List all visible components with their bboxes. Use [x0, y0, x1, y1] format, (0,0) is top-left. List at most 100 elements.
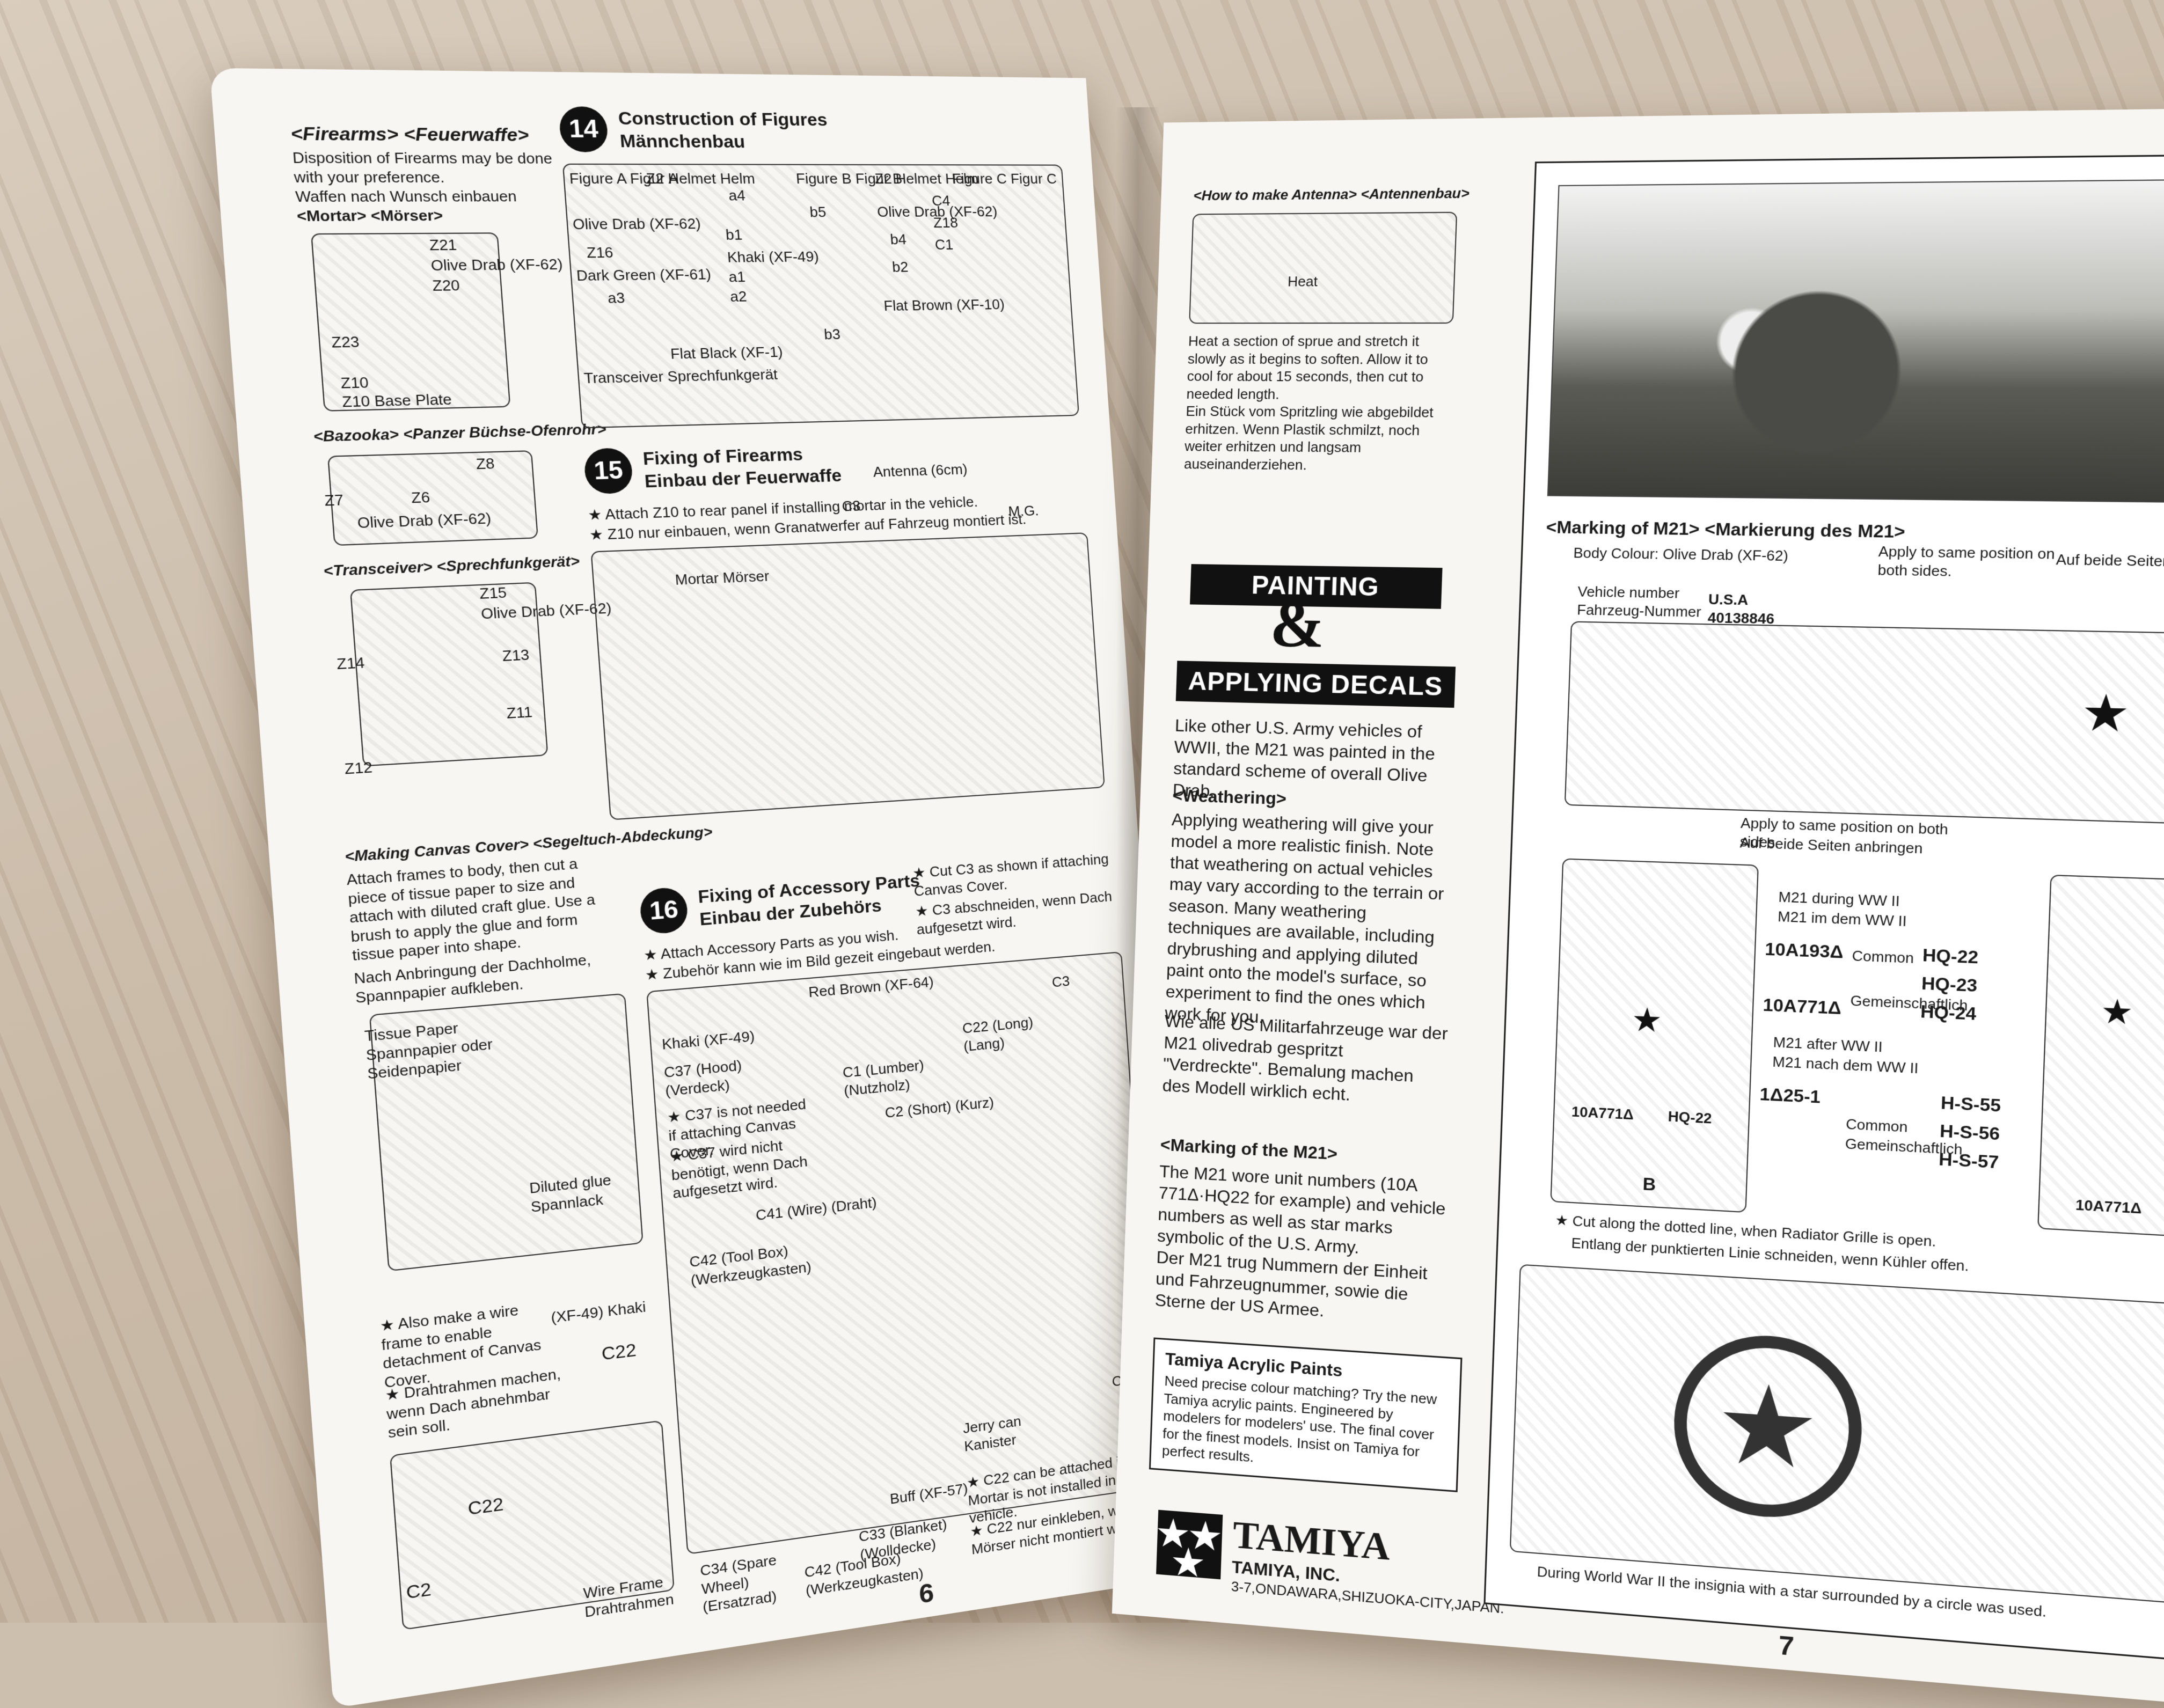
- label-z10: Z10: [340, 373, 369, 392]
- front-unit-code: 10A771Δ: [1571, 1103, 1634, 1123]
- label-b2: b2: [891, 258, 909, 275]
- label-antenna: Antenna (6cm): [872, 460, 968, 480]
- label-a3: a3: [607, 289, 626, 307]
- weathering-text: Applying weathering will give your model…: [1164, 809, 1444, 1027]
- label-a2: a2: [729, 288, 748, 305]
- label-z21: Z21: [428, 236, 458, 254]
- label-a4: a4: [728, 187, 746, 204]
- label-z11: Z11: [506, 703, 533, 722]
- step-14-title: Construction of Figures: [617, 108, 828, 130]
- label-mg: M.G.: [1007, 502, 1040, 520]
- label-c34-spare-wheel: C34 (Spare Wheel) (Ersatzrad): [699, 1551, 778, 1616]
- im-ww2-label: M21 im dem WW II: [1777, 908, 1907, 930]
- antenna-drawing: [1189, 211, 1458, 324]
- code-10a193: 10A193Δ: [1764, 939, 1844, 962]
- left-page: <Firearms> <Feuerwaffe> Disposition of F…: [209, 68, 1189, 1708]
- rear-unit-code: 10A771Δ: [2075, 1196, 2143, 1217]
- marking-text-heading: <Marking of the M21>: [1160, 1134, 1338, 1164]
- firearms-heading: <Firearms> <Feuerwaffe>: [290, 123, 530, 145]
- label-flat-black: Flat Black (XF-1): [670, 343, 784, 363]
- antenna-heading: <How to make Antenna> <Antennenbau>: [1193, 185, 1470, 204]
- label-figure-c: Figure C Figur C: [952, 170, 1057, 187]
- label-z13: Z13: [501, 646, 530, 665]
- step-16-badge: 16: [639, 886, 689, 935]
- tamiya-star-logo: [1156, 1509, 1223, 1580]
- rear-star-icon: ★: [2100, 992, 2134, 1032]
- code-hq22: HQ-22: [1922, 944, 1979, 967]
- antenna-text: Heat a section of sprue and stretch it s…: [1186, 333, 1429, 402]
- mortar-heading: <Mortar> <Mörser>: [296, 207, 444, 225]
- label-c2: C2: [405, 1578, 432, 1603]
- label-z10-base-plate: Z10 Base Plate: [341, 390, 452, 410]
- canvas-cover-text: Attach frames to body, then cut a piece …: [346, 855, 596, 964]
- acrylic-text: Need precise colour matching? Try the ne…: [1161, 1372, 1437, 1465]
- circled-star-insignia-icon: ★: [1671, 1330, 1865, 1524]
- vehicle-number-label: Vehicle number Fahrzeug-Nummer: [1576, 583, 1702, 620]
- code-hs56: H-S-56: [1939, 1120, 2000, 1144]
- firearms-line-3: Waffen nach Wunsch einbauen: [295, 187, 517, 206]
- code-hq24: HQ-24: [1920, 1001, 1977, 1024]
- marking-diagram-heading: <Marking of M21> <Markierung des M21>: [1546, 517, 1906, 542]
- label-z2-helmet-a: Z2 Helmet Helm: [645, 170, 756, 187]
- label-z20: Z20: [432, 276, 460, 295]
- label-c3-antenna: C3: [841, 497, 861, 515]
- m21-model-photo: [1547, 179, 2164, 503]
- label-z12: Z12: [343, 758, 374, 778]
- label-c22-a: C22: [601, 1339, 637, 1364]
- code-10a771: 10A771Δ: [1763, 994, 1842, 1018]
- instruction-booklet: <Firearms> <Feuerwaffe> Disposition of F…: [209, 68, 2164, 1708]
- label-b4: b4: [889, 231, 907, 248]
- left-page-number: 6: [918, 1578, 935, 1610]
- label-xf49-khaki: (XF-49) Khaki: [550, 1298, 647, 1326]
- ampersand: &: [1269, 588, 1326, 662]
- label-z8: Z8: [475, 455, 495, 473]
- star-insignia-icon: ★: [2080, 684, 2131, 743]
- vehicle-interior-drawing: [590, 532, 1105, 820]
- code-1d25-1: 1Δ25-1: [1759, 1083, 1821, 1107]
- firearms-line-1: Disposition of Firearms may be done: [291, 149, 553, 167]
- label-z15: Z15: [479, 584, 508, 603]
- after-ww2-label: M21 after WW II: [1773, 1033, 1883, 1055]
- weathering-heading: <Weathering>: [1172, 785, 1287, 809]
- common-label-2: Common: [1845, 1115, 1909, 1135]
- heat-label: Heat: [1287, 273, 1318, 290]
- label-c1: C1: [934, 236, 954, 253]
- step-14-badge: 14: [558, 106, 609, 152]
- label-b1: b1: [725, 226, 743, 244]
- m21-side-view-drawing: ★: [1564, 621, 2164, 825]
- label-khaki: Khaki (XF-49): [726, 248, 820, 266]
- label-z14: Z14: [336, 654, 365, 673]
- m21-front-view-drawing: ★ 10A771Δ HQ-22 B: [1550, 858, 1759, 1213]
- during-ww2-label: M21 during WW II: [1778, 888, 1900, 910]
- body-colour-label: Body Colour: Olive Drab (XF-62): [1573, 544, 1789, 565]
- label-z6: Z6: [411, 488, 431, 507]
- tamiya-address: 3-7,ONDAWARA,SHIZUOKA-CITY,JAPAN.: [1231, 1578, 1505, 1617]
- marking-panel: <Marking of M21> <Markierung des M21> Bo…: [1483, 153, 2164, 1663]
- label-olive-drab: Olive Drab (XF-62): [430, 255, 564, 274]
- acrylic-paints-box: Tamiya Acrylic Paints Need precise colou…: [1149, 1337, 1463, 1492]
- painting-german-text: Wie alle US Militarfahrzeuge war der M21…: [1162, 1011, 1449, 1104]
- label-z7: Z7: [324, 491, 345, 510]
- tamiya-star-icon: [1156, 1509, 1223, 1580]
- right-page-number: 7: [1778, 1631, 1795, 1662]
- code-hs57: H-S-57: [1938, 1148, 1999, 1172]
- step-15-badge: 15: [583, 448, 634, 495]
- common-label: Common: [1852, 947, 1914, 967]
- label-fig-olive: Olive Drab (XF-62): [572, 215, 701, 233]
- code-hq23: HQ-23: [1921, 973, 1978, 996]
- marking-text-en: The M21 wore unit numbers (10A 771Δ·HQ22…: [1157, 1161, 1446, 1257]
- label-b5: b5: [809, 203, 827, 221]
- firearms-line-2: with your preference.: [293, 168, 445, 186]
- label-c3-cut: C3: [1051, 972, 1071, 991]
- front-b-label: B: [1642, 1174, 1656, 1194]
- label-flat-brown: Flat Brown (XF-10): [883, 296, 1005, 314]
- front-star-icon: ★: [1631, 1001, 1663, 1039]
- antenna-text-de: Ein Stück vom Spritzling wie abgebildet …: [1183, 402, 1434, 473]
- transceiver-heading: <Transceiver> <Sprechfunkgerät>: [323, 552, 580, 580]
- nach-ww2-label: M21 nach dem WW II: [1772, 1053, 1919, 1077]
- code-hs55: H-S-55: [1940, 1092, 2001, 1116]
- decals-banner: APPLYING DECALS: [1175, 661, 1456, 708]
- label-a1: a1: [728, 268, 746, 285]
- right-page: <How to make Antenna> <Antennenbau> Heat…: [1112, 107, 2164, 1707]
- label-b3: b3: [823, 326, 841, 343]
